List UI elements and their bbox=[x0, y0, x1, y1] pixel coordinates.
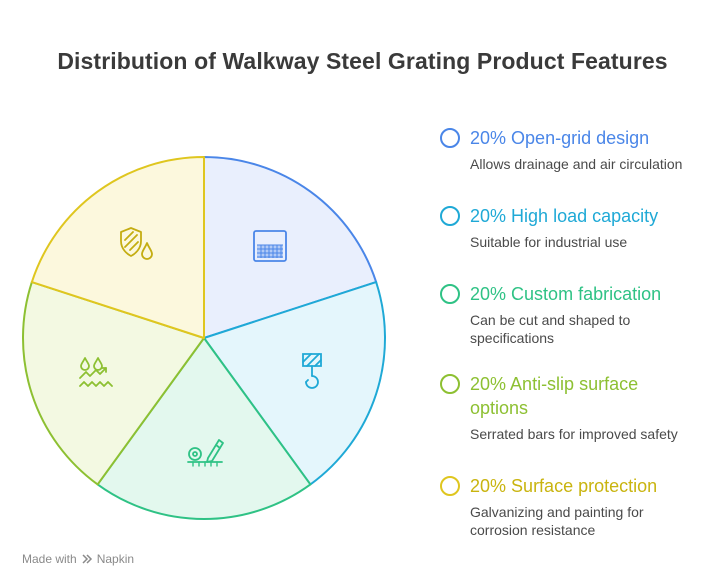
anti-slip-icon bbox=[79, 357, 113, 387]
legend-percent: 20% bbox=[470, 128, 507, 148]
legend-marker-circle bbox=[440, 128, 460, 148]
legend-description: Can be cut and shaped to specifications bbox=[470, 312, 631, 346]
pie-slice-anti-slip-surface-options bbox=[22, 281, 205, 486]
legend-label: Custom fabrication bbox=[511, 284, 662, 304]
legend-percent: 20% bbox=[470, 476, 507, 496]
grating-icon bbox=[253, 230, 287, 262]
footer-attribution: Made with Napkin bbox=[22, 552, 134, 566]
legend-description: Allows drainage and air circulation bbox=[470, 156, 683, 172]
pie-slice-custom-fabrication bbox=[96, 337, 312, 520]
legend-label: Open-grid design bbox=[511, 128, 650, 148]
legend-percent: 20% bbox=[470, 206, 507, 226]
legend-label: Surface protection bbox=[511, 476, 658, 496]
legend-percent: 20% bbox=[470, 374, 507, 394]
legend-marker-circle bbox=[440, 206, 460, 226]
legend-marker-circle bbox=[440, 284, 460, 304]
legend-item-load-capacity: 20% High load capacity Suitable for indu… bbox=[440, 204, 720, 251]
footer-made-with: Made with bbox=[22, 552, 77, 566]
pie-slice-open-grid-design bbox=[203, 156, 378, 339]
legend-description: Galvanizing and painting for corrosion r… bbox=[470, 504, 644, 538]
legend-marker-circle bbox=[440, 476, 460, 496]
legend-item-anti-slip: 20% Anti-slip surface options Serrated b… bbox=[440, 372, 690, 443]
shield-drop-icon bbox=[120, 227, 153, 260]
legend-description: Serrated bars for improved safety bbox=[470, 426, 678, 442]
legend-percent: 20% bbox=[470, 284, 507, 304]
napkin-logo-icon bbox=[82, 554, 92, 564]
measure-pencil-icon bbox=[187, 439, 224, 467]
legend-item-surface-protection: 20% Surface protection Galvanizing and p… bbox=[440, 474, 720, 539]
chart-title: Distribution of Walkway Steel Grating Pr… bbox=[57, 48, 668, 74]
crane-hook-icon bbox=[302, 353, 322, 389]
legend-item-open-grid: 20% Open-grid design Allows drainage and… bbox=[440, 126, 720, 173]
legend-marker-circle bbox=[440, 374, 460, 394]
legend-label: Anti-slip surface options bbox=[470, 374, 639, 418]
legend-label: High load capacity bbox=[511, 206, 659, 226]
legend-item-custom-fabrication: 20% Custom fabrication Can be cut and sh… bbox=[440, 282, 720, 347]
footer-brand: Napkin bbox=[96, 552, 135, 566]
pie-slice-surface-protection bbox=[30, 156, 205, 339]
legend-description: Suitable for industrial use bbox=[470, 234, 628, 250]
pie-slice-high-load-capacity bbox=[203, 281, 386, 486]
